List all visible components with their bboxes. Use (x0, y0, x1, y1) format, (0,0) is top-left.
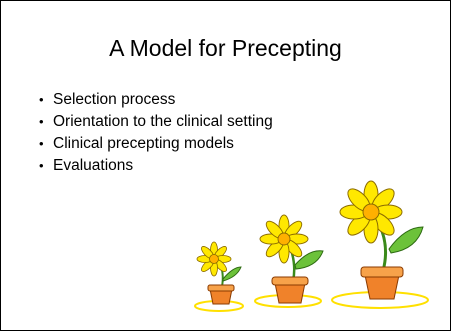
bullet-item: • Clinical precepting models (39, 133, 273, 155)
bullet-icon: • (39, 92, 44, 107)
flower-small (196, 241, 242, 305)
bullet-icon: • (39, 114, 44, 129)
bullet-text: Clinical precepting models (53, 135, 234, 152)
bullet-item: • Evaluations (39, 155, 273, 177)
flower-medium (259, 214, 324, 304)
flower-large (339, 180, 424, 300)
bullet-item: • Orientation to the clinical setting (39, 111, 273, 133)
bullet-text: Selection process (53, 91, 176, 108)
bullet-icon: • (39, 136, 44, 151)
slide-title: A Model for Precepting (109, 35, 342, 61)
bullet-text: Evaluations (53, 157, 134, 174)
bullet-icon: • (39, 158, 44, 173)
bullet-item: • Selection process (39, 89, 273, 111)
bullet-list: • Selection process • Orientation to the c… (39, 89, 273, 177)
bullet-text: Orientation to the clinical setting (53, 113, 273, 130)
